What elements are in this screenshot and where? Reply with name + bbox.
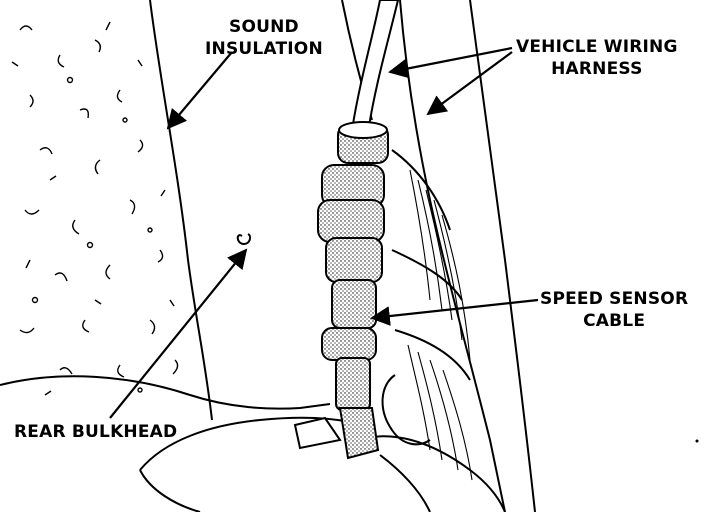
vehicle-wiring-harness-line1: VEHICLE WIRING [516, 37, 678, 57]
leader-sound-insulation [166, 51, 233, 130]
vehicle-wiring-harness-line2: HARNESS [551, 59, 643, 79]
vehicle-wiring-harness [341, 0, 536, 512]
leader-rear-bulkhead [109, 248, 248, 419]
leader-speed-sensor [370, 298, 539, 326]
sound-insulation-panel [0, 0, 213, 421]
leader-harness-upper [388, 46, 513, 79]
rear-bulkhead-line1: REAR BULKHEAD [14, 422, 178, 442]
sound-insulation-line1: SOUND [229, 17, 299, 37]
bulkhead-hook [236, 233, 252, 246]
speed-sensor-cable [317, 0, 400, 460]
speed-sensor-cable-line2: CABLE [583, 311, 646, 331]
leader-lines [109, 46, 539, 419]
leader-harness-lower [426, 51, 513, 116]
sound-insulation-line2: INSULATION [205, 39, 323, 59]
speed-sensor-cable-label: SPEED SENSOR CABLE [540, 288, 688, 332]
sound-insulation-label: SOUND INSULATION [205, 16, 323, 60]
rear-bulkhead-label: REAR BULKHEAD [14, 421, 177, 443]
rear-bulkhead-shape [0, 375, 506, 512]
vehicle-wiring-harness-label: VEHICLE WIRING HARNESS [516, 36, 678, 80]
stray-dot [695, 439, 699, 443]
speed-sensor-cable-line1: SPEED SENSOR [540, 289, 689, 309]
